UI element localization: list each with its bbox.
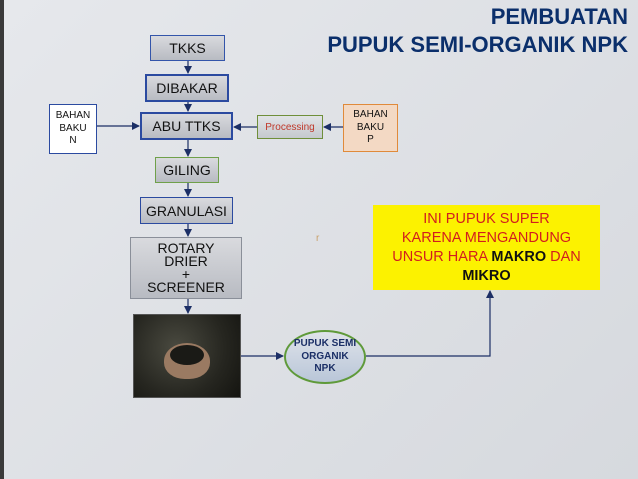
bahan-p-line-1: BAHAN (353, 109, 388, 121)
callout-line-3a: UNSUR HARA (392, 249, 492, 265)
node-giling: GILING (155, 157, 219, 183)
product-line-2: ORGANIK (301, 350, 349, 362)
bahan-p-line-2: BAKU (356, 121, 385, 133)
rotary-line-4: SCREENER (147, 279, 225, 295)
bahan-n-line-3: N (69, 135, 77, 147)
title-line-1: PEMBUATAN (490, 4, 628, 29)
title-line-2: PUPUK SEMI-ORGANIK NPK (327, 32, 628, 57)
callout-makro: MAKRO (491, 249, 547, 265)
bahan-n-line-2: BAKU (59, 122, 87, 134)
stray-mark: r (316, 233, 320, 244)
callout-line-3: UNSUR HARA MAKRO DAN (373, 248, 600, 267)
arrow-product-callout (366, 290, 494, 357)
callout-line-1: INI PUPUK SUPER (423, 211, 550, 227)
node-processing: Processing (257, 115, 323, 139)
callout-box: INI PUPUK SUPER KARENA MENGANDUNG UNSUR … (373, 205, 600, 290)
node-pupuk-semi-organik-npk: PUPUK SEMI ORGANIK NPK (284, 330, 366, 384)
node-dibakar: DIBAKAR (145, 74, 229, 102)
rotary-line-1: ROTARY (157, 240, 215, 256)
left-border (0, 0, 4, 479)
node-abu-ttks: ABU TTKS (140, 112, 233, 140)
bahan-p-line-3: P (367, 134, 374, 146)
bahan-n-line-1: BAHAN (55, 110, 91, 122)
callout-line-3c: DAN (546, 249, 581, 265)
node-granulasi: GRANULASI (140, 197, 233, 224)
node-rotary-drier-screener: ROTARY DRIER + SCREENER (130, 237, 242, 299)
fertilizer-photo (133, 314, 241, 398)
product-line-1: PUPUK SEMI (293, 338, 357, 350)
granule-pile (170, 345, 204, 365)
rotary-line-3: + (181, 266, 191, 282)
product-line-3: NPK (314, 363, 336, 375)
node-bahan-baku-p: BAHAN BAKU P (343, 104, 398, 152)
node-bahan-baku-n: BAHAN BAKU N (49, 104, 97, 154)
rotary-line-2: DRIER (164, 253, 208, 269)
callout-line-2: KARENA MENGANDUNG (401, 230, 572, 246)
node-tkks: TKKS (150, 35, 225, 61)
callout-mikro: MIKRO (462, 268, 511, 284)
